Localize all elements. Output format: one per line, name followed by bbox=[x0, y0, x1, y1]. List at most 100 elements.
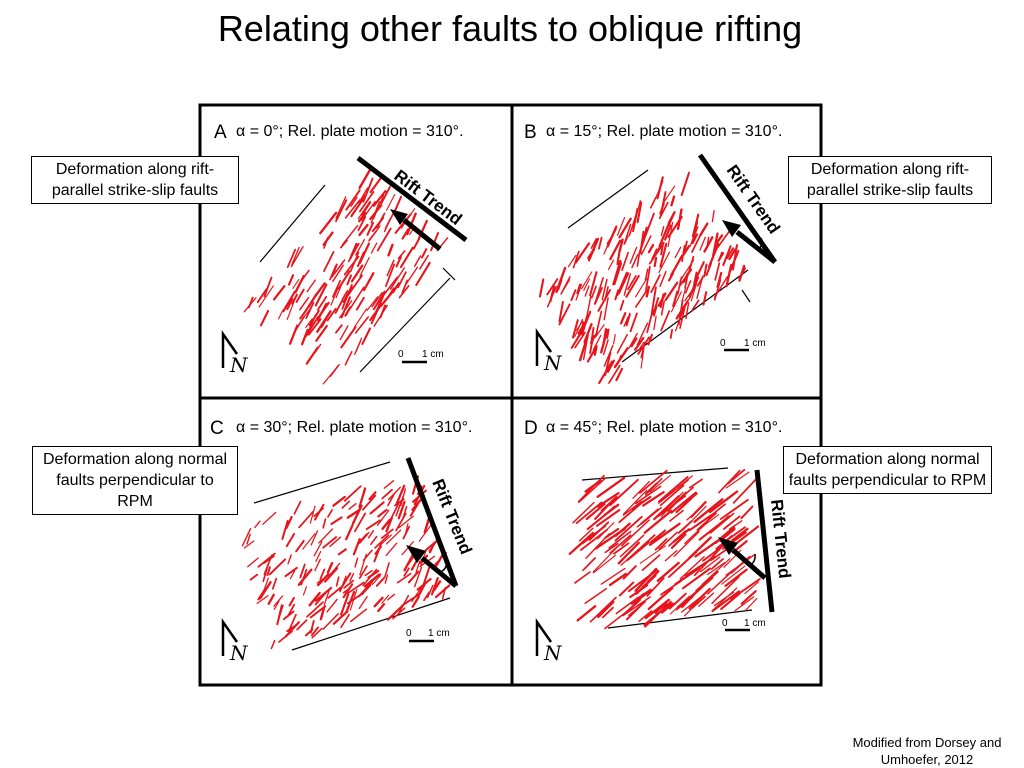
panel-c-fault-trace bbox=[361, 494, 377, 511]
panel-a-fault-trace bbox=[413, 255, 422, 267]
panel-a-fault-trace bbox=[335, 280, 344, 299]
panel-c-fault-trace bbox=[310, 626, 319, 637]
panel-b-fault-trace bbox=[619, 299, 625, 311]
panel-b-fault-trace bbox=[682, 245, 691, 256]
panel-d-fault-trace bbox=[686, 505, 703, 521]
panel-d-fault-trace bbox=[701, 558, 731, 586]
panel-d-fault-trace bbox=[730, 578, 761, 600]
panel-a-fault-trace bbox=[308, 309, 320, 327]
panel-b-fault-trace bbox=[656, 176, 664, 200]
panel-c-fault-trace bbox=[385, 542, 398, 557]
panel-d-fault-trace bbox=[740, 505, 754, 520]
panel-c-fault-trace bbox=[319, 606, 326, 621]
panel-d-fault-trace bbox=[658, 531, 678, 550]
panel-a-fault-trace bbox=[256, 288, 268, 304]
panel-c-fault-trace bbox=[342, 583, 354, 599]
panel-b-fault-trace bbox=[638, 341, 645, 351]
panel-b-fault-trace bbox=[683, 240, 688, 253]
panel-b-fault-trace bbox=[598, 360, 613, 385]
panel-b-fault-trace bbox=[670, 195, 676, 207]
panel-c-header: α = 30°; Rel. plate motion = 310°. bbox=[236, 419, 472, 436]
panel-c-fault-trace bbox=[262, 511, 277, 525]
panel-b-fault-trace bbox=[653, 306, 658, 317]
panel-c-fault-trace bbox=[247, 557, 259, 568]
panel-c-fault-trace bbox=[304, 628, 314, 637]
panel-c-fault-trace bbox=[335, 576, 340, 587]
panel-d-fault-trace bbox=[725, 554, 755, 576]
panel-b-fault-trace bbox=[576, 283, 581, 295]
panel-b-fault-trace bbox=[676, 276, 683, 296]
panel-b-north-arrow bbox=[535, 328, 553, 366]
panel-b-boundary-tick bbox=[741, 289, 751, 303]
panel-d-fault-trace bbox=[719, 498, 749, 520]
panel-d-fault-trace bbox=[744, 597, 758, 612]
panel-c-fault-trace bbox=[365, 519, 381, 531]
panel-d-fault-trace bbox=[604, 607, 632, 630]
panel-d-fault-trace bbox=[659, 484, 685, 507]
panel-a-boundary-tick bbox=[442, 267, 456, 281]
panel-c-fault-trace bbox=[401, 540, 415, 556]
panel-d-fault-trace bbox=[592, 554, 617, 574]
panel-c-scale-unit: 1 cm bbox=[428, 628, 450, 639]
callout-top-right: Deformation along rift-parallel strike-s… bbox=[788, 156, 992, 204]
panel-b-fault-trace bbox=[651, 248, 658, 260]
panel-b-fault-trace bbox=[667, 215, 683, 238]
panel-d-fault-trace bbox=[684, 576, 714, 603]
panel-d-fault-trace bbox=[604, 527, 620, 539]
panel-c-fault-trace bbox=[276, 604, 283, 626]
panel-d-fault-trace bbox=[634, 485, 662, 505]
panel-a-fault-trace bbox=[341, 224, 359, 246]
panel-b-fault-trace bbox=[595, 277, 604, 302]
panel-d-fault-trace bbox=[621, 519, 650, 547]
panel-a-fault-trace bbox=[306, 279, 316, 293]
panel-d-fault-trace bbox=[629, 584, 649, 599]
panel-b-fault-trace bbox=[714, 235, 719, 246]
panel-a-fault-trace bbox=[316, 310, 332, 333]
panel-d-fault-trace bbox=[628, 569, 658, 592]
panel-b-fault-trace bbox=[601, 278, 608, 301]
panel-a-fault-trace bbox=[349, 286, 365, 309]
panel-c-fault-trace bbox=[256, 595, 269, 604]
panel-c-fault-trace bbox=[401, 593, 421, 607]
panel-b-fault-trace bbox=[669, 328, 674, 339]
panel-d-north-arrow bbox=[535, 618, 553, 656]
panel-a-fault-trace bbox=[383, 218, 391, 233]
panel-a-fault-trace bbox=[380, 185, 391, 205]
panel-c-fault-trace bbox=[358, 565, 368, 580]
panel-c-fault-trace bbox=[285, 533, 296, 548]
panel-c-fault-trace bbox=[387, 593, 396, 601]
panel-b-fault-trace bbox=[615, 367, 624, 382]
panel-c-fault-trace bbox=[375, 576, 386, 587]
panel-d-fault-trace bbox=[609, 478, 639, 507]
panel-c-fault-trace bbox=[271, 577, 278, 590]
panel-c-fault-trace bbox=[386, 604, 404, 621]
panel-c-fault-trace bbox=[318, 528, 334, 544]
panel-b-fault-trace bbox=[645, 285, 651, 298]
panel-d-fault-trace bbox=[649, 474, 671, 493]
panel-c-fault-trace bbox=[309, 605, 327, 619]
panel-d-scale-zero: 0 bbox=[722, 618, 728, 629]
panel-d-fault-trace bbox=[688, 536, 712, 559]
panel-a-fault-trace bbox=[371, 292, 383, 308]
panel-c-fault-trace bbox=[243, 540, 255, 549]
panel-c: C α = 30°; Rel. plate motion = 310°. Rif… bbox=[210, 418, 476, 665]
panel-d-scale-unit: 1 cm bbox=[744, 618, 766, 629]
panel-c-fault-trace bbox=[350, 608, 368, 623]
panel-a-fault-trace bbox=[397, 271, 407, 289]
panel-b-fault-trace bbox=[558, 300, 564, 323]
panel-b-fault-trace bbox=[691, 213, 700, 238]
panel-b-fault-trace bbox=[650, 274, 661, 293]
panel-b-fault-trace bbox=[581, 314, 589, 336]
panel-a-fault-trace bbox=[341, 290, 349, 301]
panel-b-fault-trace bbox=[687, 255, 695, 276]
panel-d: D α = 45°; Rel. plate motion = 310°. Rif… bbox=[524, 418, 794, 665]
panel-a-north-label: N bbox=[229, 353, 249, 377]
panel-b-fault-trace bbox=[654, 244, 661, 256]
panel-b-fault-trace bbox=[738, 267, 747, 280]
panel-a-fault-trace bbox=[372, 290, 386, 311]
panel-a-fault-trace bbox=[354, 337, 363, 356]
panel-d-fault-trace bbox=[604, 542, 619, 554]
panel-c-fault-trace bbox=[288, 596, 295, 607]
panel-a-fault-traces bbox=[243, 169, 449, 385]
panel-a-fault-trace bbox=[360, 200, 376, 221]
